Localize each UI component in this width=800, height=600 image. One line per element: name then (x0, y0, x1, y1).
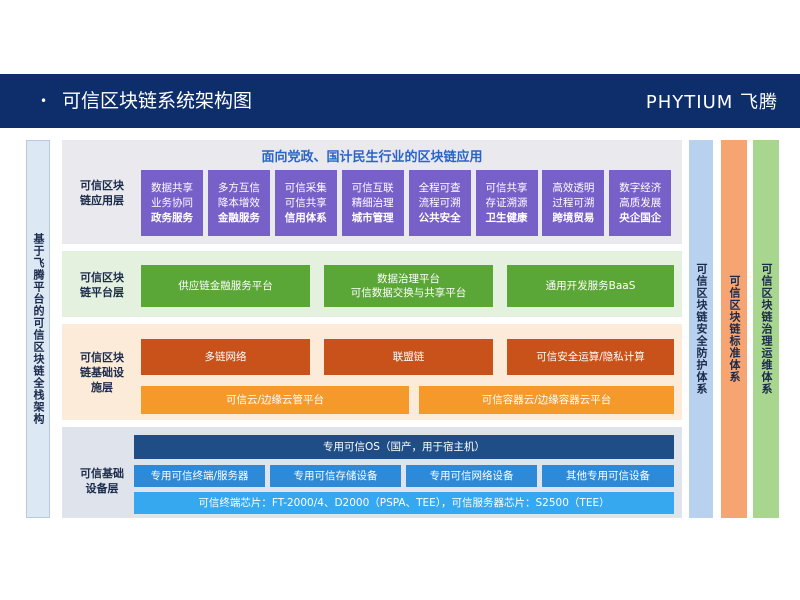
application-item: 可信采集可信共享信用体系 (274, 170, 337, 236)
trusted-os-bar: 专用可信OS（国产，用于宿主机） (134, 435, 674, 459)
device-item: 其他专用可信设备 (542, 465, 674, 487)
application-item-line: 公共安全 (418, 211, 461, 224)
application-item: 数字经济高质发展央企国企 (609, 170, 672, 236)
platform-item: 通用开发服务BaaS (507, 265, 674, 307)
application-item-line: 央企国企 (619, 211, 662, 224)
device-item: 专用可信存储设备 (270, 465, 401, 487)
infrastructure-item: 可信安全运算/隐私计算 (507, 339, 674, 375)
application-item-line: 存证溯源 (485, 196, 528, 209)
application-item-line: 流程可溯 (418, 196, 461, 209)
application-layer-title: 面向党政、国计民生行业的区块链应用 (261, 150, 483, 165)
governance-ops-column: 可信区块链治理运维体系 (753, 140, 779, 518)
application-item-line: 降本增效 (217, 196, 260, 209)
platform-layer-label: 可信区块 链平台层 (80, 271, 124, 299)
application-item-line: 信用体系 (284, 211, 327, 224)
application-item: 可信共享存证溯源卫生健康 (475, 170, 538, 236)
application-item-line: 金融服务 (217, 211, 260, 224)
application-item-line: 多方互信 (217, 181, 260, 194)
application-item: 多方互信降本增效金融服务 (207, 170, 270, 236)
application-item-line: 跨境贸易 (552, 211, 595, 224)
application-item-line: 精细治理 (351, 196, 394, 209)
application-item: 全程可查流程可溯公共安全 (408, 170, 471, 236)
application-item-line: 城市管理 (351, 211, 394, 224)
bullet-icon: • (40, 94, 48, 108)
left-architecture-label: 基于飞腾平台的可信区块链全栈架构 (26, 140, 50, 518)
application-item: 数据共享业务协同政务服务 (141, 170, 203, 236)
chip-bar: 可信终端芯片：FT-2000/4、D2000（PSPA、TEE），可信服务器芯片… (134, 492, 674, 514)
application-item-line: 业务协同 (151, 196, 193, 209)
application-item-line: 数字经济 (619, 181, 662, 194)
application-item-line: 高质发展 (619, 196, 662, 209)
application-item-line: 可信共享 (284, 196, 327, 209)
infrastructure-item: 可信云/边缘云管平台 (141, 386, 409, 414)
application-item-line: 可信共享 (485, 181, 528, 194)
application-item: 高效透明过程可溯跨境贸易 (542, 170, 605, 236)
application-item-line: 卫生健康 (485, 211, 528, 224)
application-item: 可信互联精细治理城市管理 (341, 170, 404, 236)
standards-system-column: 可信区块链标准体系 (721, 140, 747, 518)
application-item-line: 数据共享 (151, 181, 193, 194)
infrastructure-layer-label: 可信区块 链基础设 施层 (80, 351, 124, 394)
security-system-column: 可信区块链安全防护体系 (689, 140, 713, 518)
device-item: 专用可信终端/服务器 (134, 465, 265, 487)
application-item-line: 高效透明 (552, 181, 595, 194)
header-bar (0, 74, 800, 128)
application-layer-label: 可信区块 链应用层 (80, 179, 124, 207)
application-item-line: 可信采集 (284, 181, 327, 194)
phytium-logo: PHYTIUM 飞腾 (645, 92, 778, 113)
page-title: 可信区块链系统架构图 (62, 90, 253, 112)
infrastructure-item: 联盟链 (324, 339, 493, 375)
application-item-line: 可信互联 (351, 181, 394, 194)
application-item-line: 过程可溯 (552, 196, 595, 209)
application-item-line: 全程可查 (418, 181, 461, 194)
platform-item: 供应链金融服务平台 (141, 265, 310, 307)
infrastructure-item: 多链网络 (141, 339, 310, 375)
infrastructure-item: 可信容器云/边缘容器云平台 (419, 386, 674, 414)
device-layer-label: 可信基础 设备层 (80, 467, 124, 495)
device-item: 专用可信网络设备 (406, 465, 537, 487)
platform-item: 数据治理平台 可信数据交换与共享平台 (324, 265, 493, 307)
application-item-line: 政务服务 (151, 211, 193, 224)
